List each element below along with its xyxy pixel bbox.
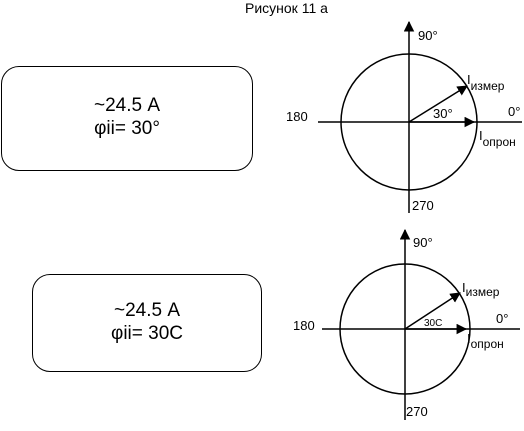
reference-current-label-1: Iопрон (479, 128, 516, 149)
phasor-diagram-1: 90° 180 0° 270 30° Iизмер Iопрон (286, 20, 522, 213)
readout-box-2: ~24.5 А φii= 30С (32, 274, 262, 372)
phasor-diagram-2: 90° 180 0° 270 30С Iизмер Iопрон (293, 228, 520, 420)
phase-angle-1: φii= 30° (94, 118, 160, 139)
angle-label-2: 30С (424, 318, 442, 329)
current-value-2: ~24.5 А (113, 300, 181, 321)
measured-current-label-1: Iизмер (467, 72, 505, 93)
label-180-2: 180 (293, 318, 315, 333)
label-270-1: 270 (412, 198, 434, 213)
label-90-1: 90° (418, 28, 438, 43)
measured-phasor-1 (408, 85, 468, 123)
label-0-1: 0° (508, 104, 520, 119)
label-0-2: 0° (496, 311, 508, 326)
measured-current-label-2: Iизмер (462, 280, 500, 299)
phase-angle-2: φii= 30С (111, 323, 183, 344)
label-90-2: 90° (413, 235, 433, 250)
current-value-1: ~24.5 А (93, 95, 161, 116)
measured-phasor-2 (404, 292, 461, 330)
reference-current-label-2: Iопрон (467, 331, 504, 351)
label-180-1: 180 (286, 109, 308, 124)
label-270-2: 270 (406, 404, 428, 419)
figure-title: Рисунок 11 а (245, 0, 328, 16)
readout-box-1: ~24.5 А φii= 30° (1, 66, 253, 171)
angle-label-1: 30° (433, 106, 453, 121)
